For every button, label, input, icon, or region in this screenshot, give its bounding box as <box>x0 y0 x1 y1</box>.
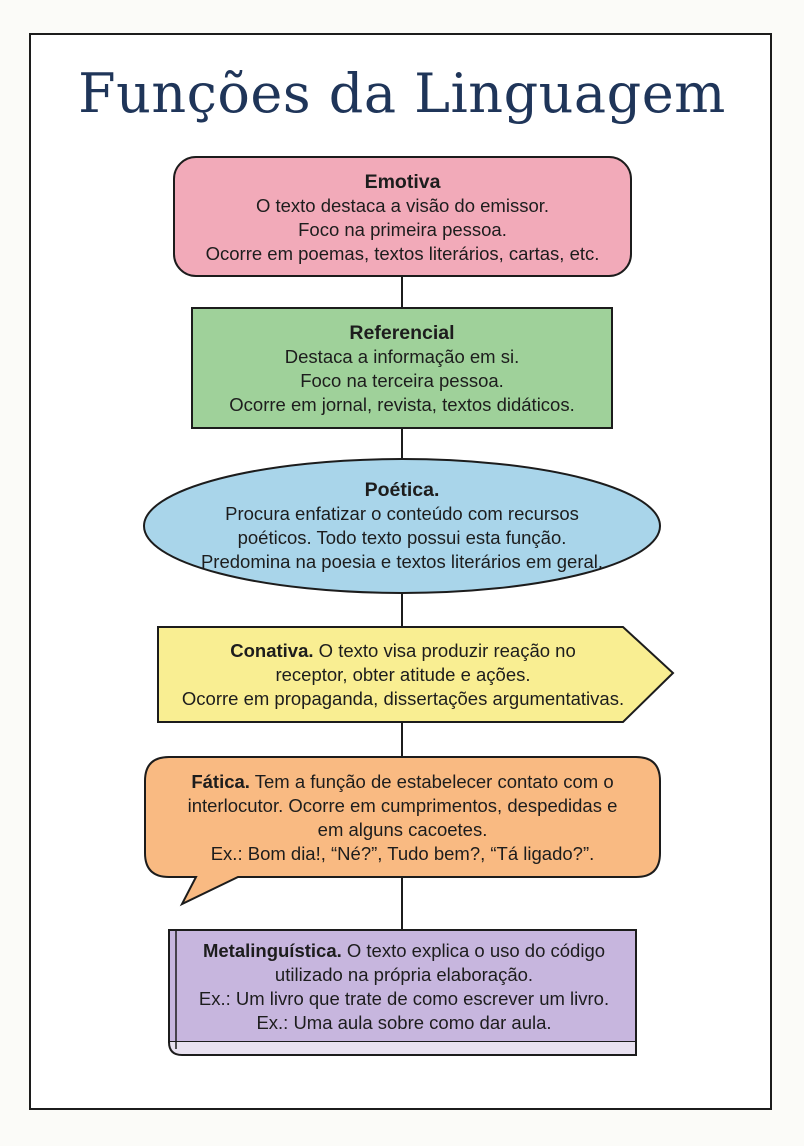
referencial-line: Ocorre em jornal, revista, textos didáti… <box>229 394 575 415</box>
emotiva-title: Emotiva <box>364 170 441 193</box>
referencial-line: Destaca a informação em si. <box>284 346 520 367</box>
poetica-line: poéticos. Todo texto possui esta função. <box>237 527 567 548</box>
referencial-box: Referencial Destaca a informação em si. … <box>192 312 612 426</box>
page-title: Funções da Linguagem <box>78 62 726 125</box>
poetica-box: Poética. Procura enfatizar o conteúdo co… <box>150 464 654 588</box>
metalinguistica-first-line-rest: O texto explica o uso do código <box>341 940 606 961</box>
conativa-title: Conativa. <box>230 640 314 661</box>
conativa-first-line-rest: O texto visa produzir reação no <box>313 640 576 661</box>
poetica-title: Poética. <box>364 479 440 501</box>
metalinguistica-shape <box>168 929 637 1043</box>
fatica-shape <box>144 756 661 907</box>
conativa-line: Ocorre em propaganda, dissertações argum… <box>181 688 625 709</box>
emotiva-box: Emotiva O texto destaca a visão do emiss… <box>174 161 631 274</box>
referencial-title: Referencial <box>349 322 455 344</box>
metalinguistica-line: Ex.: Um livro que trate de como escrever… <box>198 988 610 1009</box>
conativa-box: Conativa. O texto visa produzir reação n… <box>158 630 648 720</box>
conativa-shape <box>157 626 675 723</box>
emotiva-line: Foco na primeira pessoa. <box>298 218 507 240</box>
poetica-line: Predomina na poesia e textos literários … <box>200 551 604 572</box>
emotiva-shape <box>173 156 632 277</box>
fatica-title: Fática. <box>191 771 250 792</box>
emotiva-line: O texto destaca a visão do emissor. <box>255 194 550 216</box>
fatica-line: interlocutor. Ocorre em cumprimentos, de… <box>187 795 618 816</box>
fatica-line: Ex.: Bom dia!, “Né?”, Tudo bem?, “Tá lig… <box>210 843 595 864</box>
metalinguistica-book-page <box>168 1041 637 1056</box>
fatica-first-line-rest: Tem a função de estabelecer contato com … <box>249 771 614 792</box>
poetica-line: Procura enfatizar o conteúdo com recurso… <box>225 503 579 524</box>
metalinguistica-first-line: Metalinguística. O texto explica o uso d… <box>203 939 605 963</box>
conativa-line: receptor, obter atitude e ações. <box>275 664 531 685</box>
referencial-shape <box>191 307 613 429</box>
fatica-box: Fática. Tem a função de estabelecer cont… <box>145 762 660 874</box>
emotiva-line: Ocorre em poemas, textos literários, car… <box>205 242 600 264</box>
fatica-line: em alguns cacoetes. <box>317 819 488 840</box>
conativa-first-line: Conativa. O texto visa produzir reação n… <box>230 639 576 663</box>
poetica-shape <box>143 458 661 594</box>
metalinguistica-title: Metalinguística. <box>202 940 342 961</box>
metalinguistica-box: Metalinguística. O texto explica o uso d… <box>172 934 636 1040</box>
referencial-line: Foco na terceira pessoa. <box>300 370 504 391</box>
metalinguistica-line: Ex.: Uma aula sobre como dar aula. <box>256 1012 552 1033</box>
fatica-first-line: Fática. Tem a função de estabelecer cont… <box>191 770 613 794</box>
metalinguistica-line: utilizado na própria elaboração. <box>274 964 534 985</box>
